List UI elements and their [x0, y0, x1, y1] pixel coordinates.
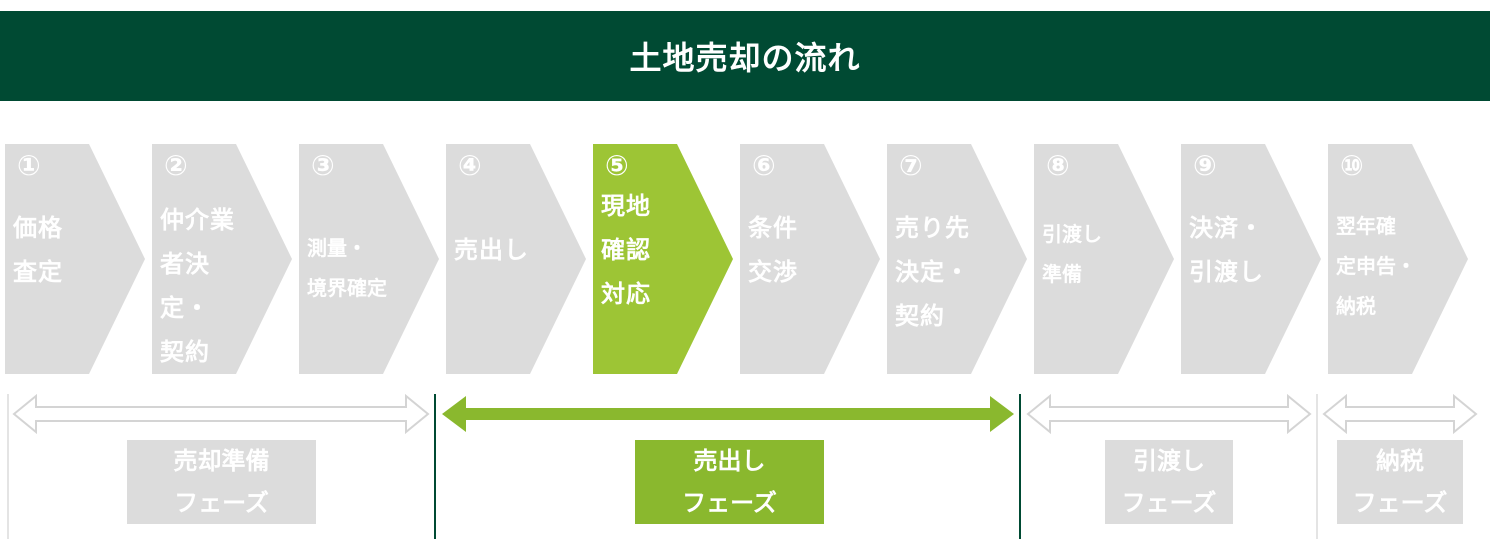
step-10: ⑩ 翌年確 定申告・ 納税	[1328, 144, 1476, 374]
step-9: ⑨ 決済・ 引渡し	[1181, 144, 1329, 374]
step-number: ⑤	[605, 149, 629, 182]
chevron-shape	[299, 144, 439, 374]
chevron-shape	[593, 144, 733, 374]
chevron-shape	[1328, 144, 1468, 374]
phase-label-tax: 納税 フェーズ	[1337, 440, 1463, 524]
step-6: ⑥ 条件 交渉	[740, 144, 888, 374]
phase-span-arrow	[1026, 393, 1312, 435]
phase-label-listing: 売出し フェーズ	[635, 440, 824, 524]
phase-label-line: 売出し	[693, 447, 766, 475]
phase-span-arrow	[12, 393, 430, 435]
chevron-shape	[887, 144, 1027, 374]
step-label: 売出し	[454, 236, 529, 264]
step-7: ⑦ 売り先 決定・ 契約	[887, 144, 1035, 374]
step-number: ⑥	[752, 149, 776, 182]
step-label: 売り先 決定・ 契約	[895, 214, 970, 330]
phase-span-arrow	[1322, 393, 1478, 435]
phase-divider	[7, 394, 9, 539]
step-number: ④	[458, 149, 482, 182]
step-number: ⑩	[1340, 149, 1364, 182]
step-2: ② 仲介業 者決定・ 契約	[152, 144, 300, 374]
step-label: 仲介業 者決定・ 契約	[160, 206, 235, 366]
phase-label-line: フェーズ	[174, 489, 269, 517]
step-8: ⑧ 引渡し 準備	[1034, 144, 1182, 374]
step-number: ③	[311, 149, 335, 182]
step-chevrons: ① 価格 査定 ② 仲介業 者決定・ 契約 ③ 測量・ 境界確定 ④ 売出し ⑤…	[0, 144, 1494, 374]
step-label: 現地 確認 対応	[601, 192, 651, 308]
chevron-shape	[740, 144, 880, 374]
step-label: 条件 交渉	[748, 214, 798, 286]
phase-label-handover: 引渡し フェーズ	[1105, 440, 1233, 524]
step-number: ⑧	[1046, 149, 1070, 182]
step-label: 測量・ 境界確定	[307, 236, 387, 300]
phase-label-line: フェーズ	[1121, 489, 1217, 517]
chevron-shape	[446, 144, 586, 374]
step-5: ⑤ 現地 確認 対応	[593, 144, 741, 374]
chevron-shape	[1181, 144, 1321, 374]
step-number: ⑦	[899, 149, 923, 182]
chevron-shape	[5, 144, 145, 374]
phase-label-line: フェーズ	[1352, 489, 1448, 517]
phase-section: 売却準備 フェーズ 売出し フェーズ 引渡し フェーズ 納税 フェーズ	[0, 390, 1494, 543]
chevron-shape	[152, 144, 292, 374]
diagram-title: 土地売却の流れ	[0, 11, 1490, 101]
phase-label-line: 納税	[1376, 447, 1424, 475]
step-number: ⑨	[1193, 149, 1217, 182]
phase-span-arrow	[442, 396, 1014, 432]
phase-divider	[434, 394, 436, 539]
chevron-shape	[1034, 144, 1174, 374]
phase-divider	[1019, 394, 1021, 539]
phase-label-line: 売却準備	[173, 447, 270, 475]
phase-label-line: 引渡し	[1133, 447, 1205, 475]
phase-label-preparation: 売却準備 フェーズ	[127, 440, 316, 524]
step-4: ④ 売出し	[446, 144, 594, 374]
step-1: ① 価格 査定	[5, 144, 153, 374]
phase-divider	[1316, 394, 1318, 539]
step-label: 価格 査定	[13, 214, 63, 286]
step-label: 翌年確 定申告・ 納税	[1336, 214, 1416, 318]
step-number: ②	[164, 149, 188, 182]
step-3: ③ 測量・ 境界確定	[299, 144, 447, 374]
step-number: ①	[17, 149, 41, 182]
step-label: 引渡し 準備	[1042, 222, 1102, 286]
phase-label-line: フェーズ	[682, 489, 777, 517]
step-label: 決済・ 引渡し	[1189, 214, 1264, 286]
